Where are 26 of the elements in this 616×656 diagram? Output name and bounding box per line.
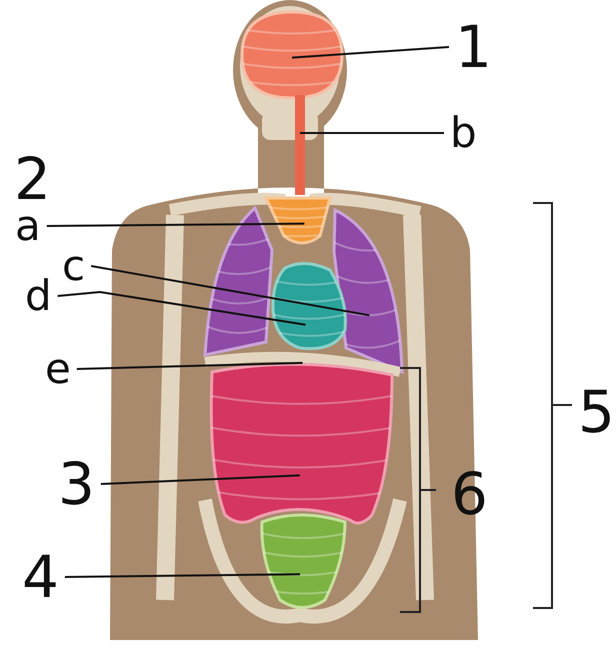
- mediastinum: [264, 196, 332, 244]
- lung: [332, 208, 404, 374]
- leader-line: [76, 362, 303, 370]
- callout-label: c: [62, 245, 86, 287]
- callout-label: d: [25, 275, 52, 317]
- leader-line: [292, 46, 450, 59]
- callout-label: 1: [455, 18, 492, 76]
- callout-label: 3: [58, 455, 95, 513]
- callout-label: b: [450, 112, 477, 154]
- leader-line: [300, 132, 444, 134]
- callout-number: 5: [578, 383, 615, 441]
- leader-line: [90, 265, 370, 316]
- callout-number: 2: [14, 150, 51, 208]
- leader-line: [100, 474, 300, 485]
- cranial-cavity: [240, 10, 344, 100]
- callout-label: a: [15, 205, 41, 247]
- heart: [271, 262, 347, 350]
- leader-line: [58, 291, 306, 326]
- callout-label: 4: [22, 548, 59, 606]
- pelvic-cavity: [260, 514, 346, 609]
- abdominal-cavity: [210, 362, 394, 525]
- callout-label: e: [45, 348, 71, 390]
- leader-line: [64, 573, 300, 578]
- diaphragm: [204, 352, 402, 377]
- lung: [204, 206, 274, 356]
- spinal-canal: [295, 95, 305, 195]
